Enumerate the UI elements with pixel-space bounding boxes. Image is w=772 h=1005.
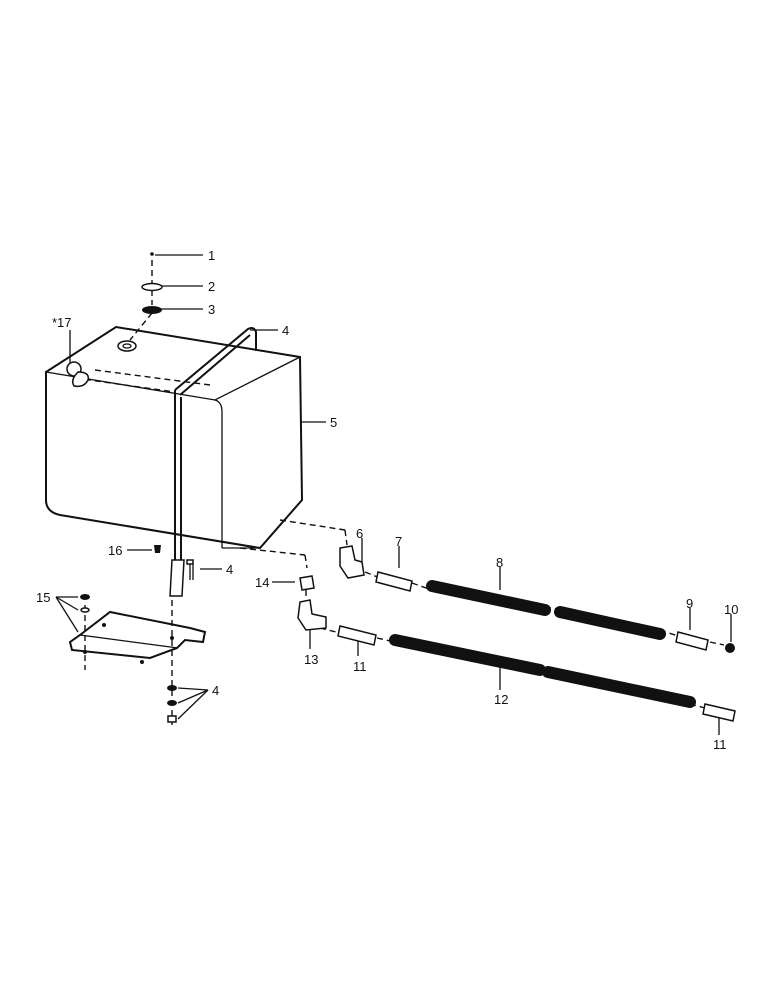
nut-14-icon xyxy=(299,575,315,591)
callout-3: 3 xyxy=(208,302,216,317)
cap-pin-icon xyxy=(150,252,154,256)
nut-10-icon xyxy=(725,643,735,653)
callout-14: 14 xyxy=(255,575,270,590)
callout-4-strap: 4 xyxy=(282,323,290,338)
callout-4-washers: 4 xyxy=(212,683,220,698)
hose-upper-icon xyxy=(426,580,666,640)
leader-lines xyxy=(55,254,732,735)
assembly-lines xyxy=(74,260,725,725)
callout-10: 10 xyxy=(724,602,739,617)
callout-2: 2 xyxy=(208,279,216,294)
callout-5: 5 xyxy=(330,415,338,430)
callout-1: 1 xyxy=(208,248,216,263)
hose-fitting-9-icon xyxy=(675,631,709,651)
callout-8: 8 xyxy=(496,555,504,570)
callout-4-bolt: 4 xyxy=(226,562,234,577)
callout-16: 16 xyxy=(108,543,123,558)
callout-17: *17 xyxy=(52,315,72,330)
callout-12: 12 xyxy=(494,692,509,707)
hose-lower-icon xyxy=(389,634,696,708)
gasket-icon xyxy=(142,306,162,314)
filler-ring-icon xyxy=(141,282,163,292)
hose-fitting-7-icon xyxy=(375,571,413,592)
callout-13: 13 xyxy=(304,652,319,667)
callout-6: 6 xyxy=(356,526,364,541)
bolt-icon xyxy=(186,559,194,580)
hose-fitting-11b-icon xyxy=(702,703,736,722)
callout-15: 15 xyxy=(36,590,51,605)
elbow-fitting-upper-icon xyxy=(339,545,365,579)
callout-11-right: 11 xyxy=(713,737,727,752)
callout-7: 7 xyxy=(395,534,403,549)
callout-11-left: 11 xyxy=(353,659,367,674)
tank-icon xyxy=(45,325,304,597)
drain-plug-icon xyxy=(154,545,161,553)
elbow-fitting-lower-icon xyxy=(297,599,327,631)
mounting-bracket-icon xyxy=(68,594,207,723)
callout-9: 9 xyxy=(686,596,694,611)
hose-fitting-11-icon xyxy=(337,625,377,646)
